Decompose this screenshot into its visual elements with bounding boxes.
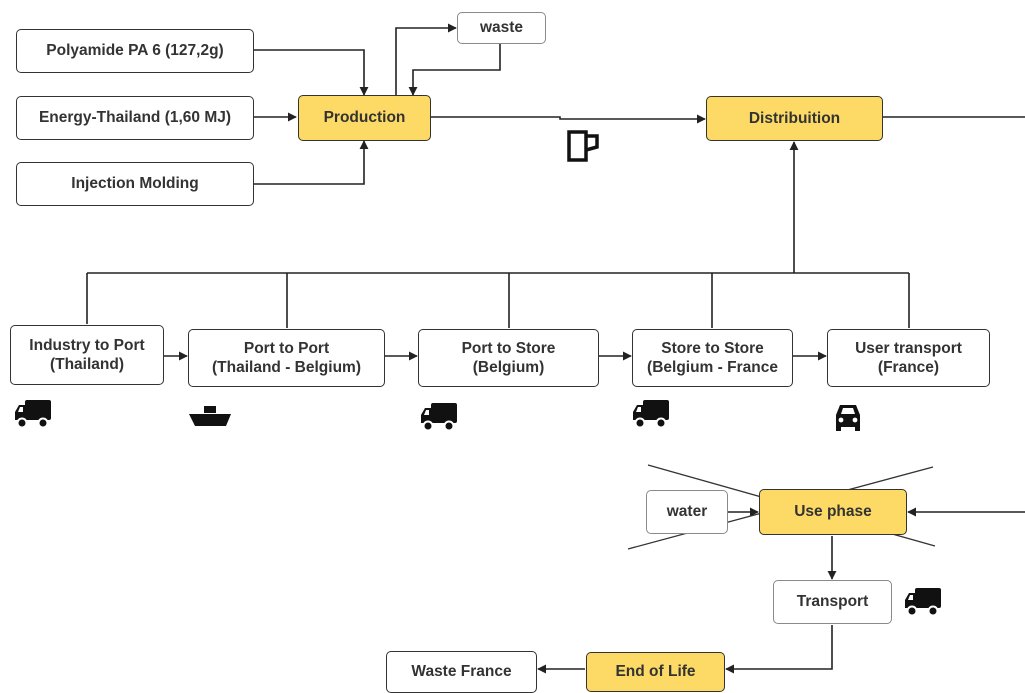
node-waste-france: Waste France — [386, 651, 537, 693]
node-distribution: Distribuition — [706, 96, 883, 141]
node-user-transport: User transport (France) — [827, 329, 990, 387]
arrow-waste-to-production — [408, 44, 501, 96]
node-transport: Transport — [773, 580, 892, 624]
arrow-transport-to-eol — [725, 625, 833, 674]
node-polyamide: Polyamide PA 6 (127,2g) — [16, 29, 254, 73]
truck-icon — [15, 400, 51, 429]
arrow-production-to-distribution — [431, 114, 706, 124]
node-end-of-life: End of Life — [586, 652, 725, 692]
ship-icon — [189, 406, 231, 426]
arrow-polyamide-to-production — [254, 49, 369, 96]
truck-icon — [421, 403, 457, 432]
node-industry-to-port: Industry to Port (Thailand) — [10, 325, 164, 385]
node-production: Production — [298, 95, 431, 141]
node-store-to-store: Store to Store (Belgium - France — [632, 329, 793, 387]
arrow-injection-to-production — [254, 140, 369, 185]
node-port-to-port: Port to Port (Thailand - Belgium) — [188, 329, 385, 387]
arrow-production-to-waste — [395, 23, 457, 95]
truck-icon — [633, 400, 669, 429]
node-injection-molding: Injection Molding — [16, 162, 254, 206]
node-energy: Energy-Thailand (1,60 MJ) — [16, 96, 254, 140]
truck-icon — [905, 588, 941, 617]
node-port-to-store: Port to Store (Belgium) — [418, 329, 599, 387]
car-icon — [836, 405, 860, 431]
cup-icon — [567, 130, 599, 162]
node-water: water — [646, 490, 728, 534]
node-waste: waste — [457, 12, 546, 44]
node-use-phase: Use phase — [759, 489, 907, 535]
